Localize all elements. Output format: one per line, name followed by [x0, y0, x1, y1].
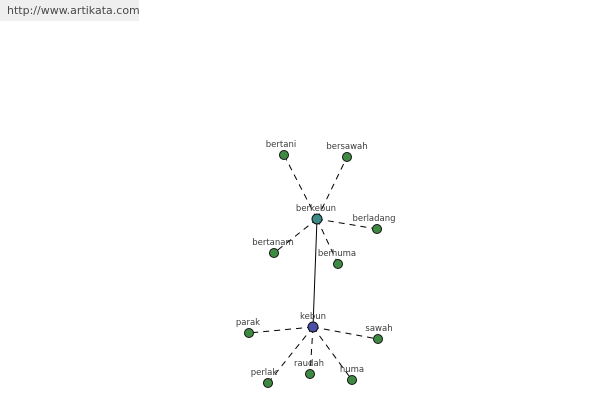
node-label-raudah[interactable]: raudah [294, 359, 324, 369]
node-label-kebun[interactable]: kebun [300, 312, 326, 322]
edge-berkebun-berhuma [316, 218, 339, 265]
node-sawah[interactable] [373, 334, 383, 344]
edge-berkebun-kebun [312, 218, 318, 328]
node-bertani[interactable] [279, 150, 289, 160]
edge-kebun-perlak [267, 326, 314, 384]
node-berkebun[interactable] [311, 213, 323, 225]
graph-labels: bertani bersawah berkebun berladang bertanam… [236, 140, 396, 378]
node-label-bertani[interactable]: bertani [266, 140, 296, 150]
node-huma[interactable] [347, 375, 357, 385]
edge-berkebun-bertanam [273, 218, 318, 254]
graph-edges [248, 154, 379, 384]
node-label-perlak[interactable]: perlak [251, 368, 278, 378]
node-parak[interactable] [244, 328, 254, 338]
node-label-huma[interactable]: huma [340, 365, 364, 375]
edge-berkebun-bersawah [316, 156, 348, 220]
node-label-parak[interactable]: parak [236, 318, 260, 328]
node-label-sawah[interactable]: sawah [365, 324, 392, 334]
node-perlak[interactable] [263, 378, 273, 388]
node-raudah[interactable] [305, 369, 315, 379]
node-bertanam[interactable] [269, 248, 279, 258]
node-label-berkebun[interactable]: berkebun [296, 204, 336, 214]
node-label-bertanam[interactable]: bertanam [252, 238, 294, 248]
node-bersawah[interactable] [342, 152, 352, 162]
node-label-bersawah[interactable]: bersawah [326, 142, 367, 152]
edge-kebun-raudah [309, 326, 314, 375]
source-link[interactable]: http://www.artikata.com [7, 4, 140, 17]
edge-berkebun-bertani [283, 154, 318, 220]
node-label-berhuma[interactable]: berhuma [318, 249, 356, 259]
source-banner: http://www.artikata.com [0, 0, 140, 21]
graph-nodes [244, 150, 383, 388]
node-berladang[interactable] [372, 224, 382, 234]
edge-kebun-sawah [312, 326, 379, 340]
node-label-berladang[interactable]: berladang [352, 214, 395, 224]
node-berhuma[interactable] [333, 259, 343, 269]
node-kebun[interactable] [307, 321, 319, 333]
